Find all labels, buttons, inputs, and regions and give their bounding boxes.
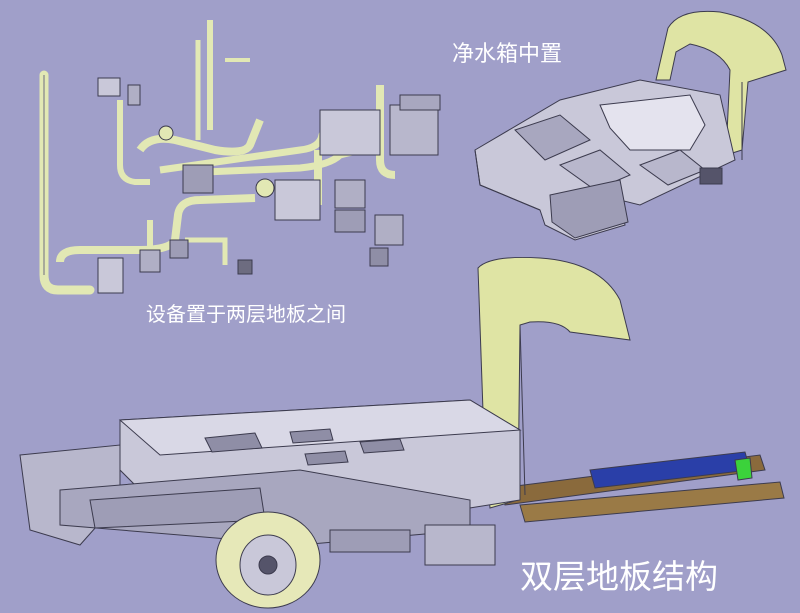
equipment-caption: 设备置于两层地板之间 [146,302,346,326]
floor-structure-caption: 双层地板结构 [520,557,718,596]
water-tank-caption: 净水箱中置 [452,42,563,67]
